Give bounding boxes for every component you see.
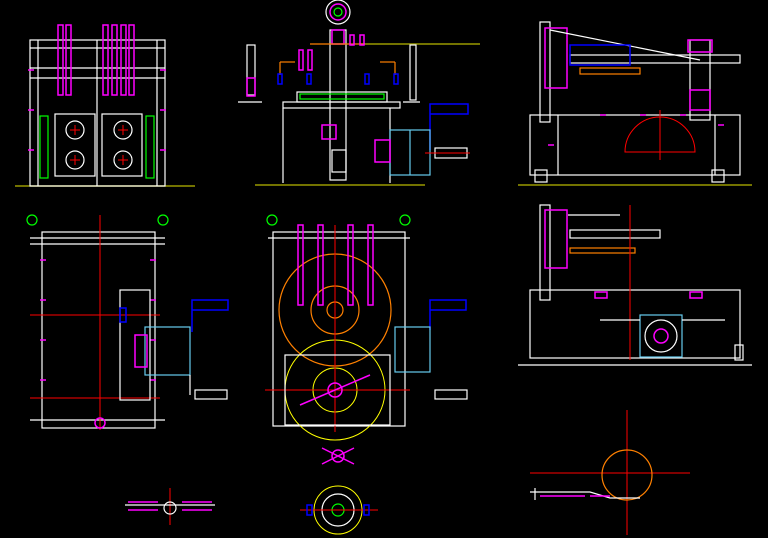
view-plan-center (265, 214, 468, 441)
detail-arm (125, 488, 215, 525)
view-front-middle (238, 0, 480, 186)
view-front-left (15, 24, 195, 187)
vertical-rods (57, 24, 135, 96)
vertical-rods (297, 224, 374, 306)
view-side-middle (518, 204, 752, 366)
view-side-top (518, 21, 752, 186)
view-plan-left (26, 214, 229, 430)
crank-handle (374, 103, 470, 176)
detail-wheel-arm (530, 410, 690, 535)
detail-hub (300, 447, 378, 535)
bearing-holes (65, 120, 133, 170)
